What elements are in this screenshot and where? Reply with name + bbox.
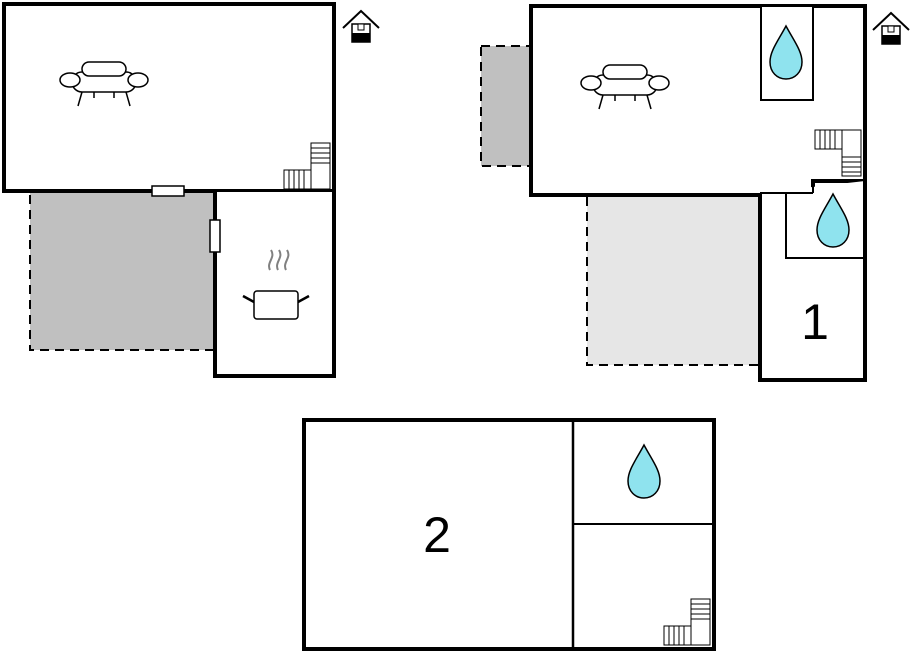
room-number-1: 1	[801, 294, 829, 350]
staircase-icon	[814, 129, 862, 177]
floor-plan-left	[2, 2, 380, 378]
terrace-left	[29, 190, 216, 351]
staircase-icon	[663, 598, 711, 646]
house-entrance-icon	[342, 10, 380, 43]
floor-plan-bottom: 2	[302, 418, 716, 651]
staircase-icon	[283, 142, 331, 190]
door	[209, 219, 221, 253]
cooking-pot-icon	[242, 249, 310, 320]
kitchen-walls	[213, 191, 336, 378]
living-room-right	[529, 4, 867, 197]
house-entrance-icon	[872, 12, 910, 45]
bedroom-2	[302, 418, 716, 651]
living-room-left	[2, 2, 336, 193]
terrace-right	[586, 194, 761, 366]
room-number-2: 2	[423, 507, 451, 563]
floor-plan-right: 1	[480, 4, 910, 382]
door	[151, 185, 185, 197]
terrace-right-small	[480, 45, 532, 167]
bedroom-1-walls	[758, 181, 867, 382]
bathroom-right-lower	[785, 181, 865, 259]
